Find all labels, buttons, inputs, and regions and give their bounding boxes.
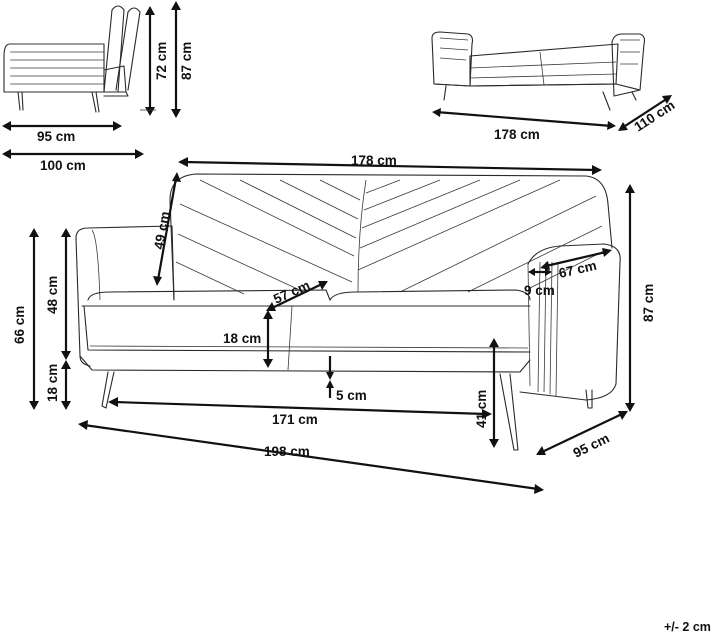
bed-length-label: 178 cm [494,127,540,142]
arm-depth-dimension: 67 cm [540,248,612,281]
back-width-label: 178 cm [351,153,397,168]
inner-width-label: 171 cm [272,412,318,427]
side-depth-bed-dimension: 100 cm [2,149,144,173]
leg-height-label: 18 cm [45,364,60,402]
seat-height-dimension: 41 cm [474,338,499,448]
side-height-dimension: 87 cm [171,1,194,118]
bed-width-label: 110 cm [631,97,677,134]
ground-clearance-label: 5 cm [336,388,367,403]
total-height-label: 87 cm [641,284,656,322]
arm-height-dimension: 48 cm [45,228,71,360]
side-depth-label: 95 cm [37,129,75,144]
leg-height-dimension: 18 cm [45,360,71,410]
total-width-dimension: 198 cm [78,420,544,494]
total-width-label: 198 cm [264,444,310,459]
side-view-drawing [3,5,141,113]
back-height-label: 49 cm [151,210,172,250]
bed-width-dimension: 110 cm [618,95,677,135]
arm-total-height-label: 66 cm [12,306,27,344]
back-width-dimension: 178 cm [178,153,602,175]
total-depth-dimension: 95 cm [536,411,628,461]
total-height-dimension: 87 cm [625,184,656,412]
cushion-thickness-dimension: 18 cm [223,310,273,368]
seat-height-label: 41 cm [474,390,489,428]
bed-length-dimension: 178 cm [432,108,616,142]
tolerance-note: +/- 2 cm [664,620,711,634]
main-sofa-drawing [75,173,621,451]
bed-view-drawing [431,31,646,111]
side-depth-bed-label: 100 cm [40,158,86,173]
side-height-label: 87 cm [179,42,194,80]
arm-width-label: 9 cm [524,283,555,298]
arm-width-dimension: 9 cm [524,268,555,298]
cushion-thickness-label: 18 cm [223,331,261,346]
arm-height-label: 48 cm [45,276,60,314]
arm-total-height-dimension: 66 cm [12,228,39,410]
side-seat-height-label: 72 cm [154,42,169,80]
inner-width-dimension: 171 cm [108,397,492,427]
seat-depth-label: 57 cm [271,277,312,306]
side-depth-dimension: 95 cm [2,121,122,144]
back-height-dimension: 49 cm [151,172,181,286]
ground-clearance-dimension: 5 cm [326,356,367,403]
side-seat-height-dimension: 72 cm [140,6,169,116]
